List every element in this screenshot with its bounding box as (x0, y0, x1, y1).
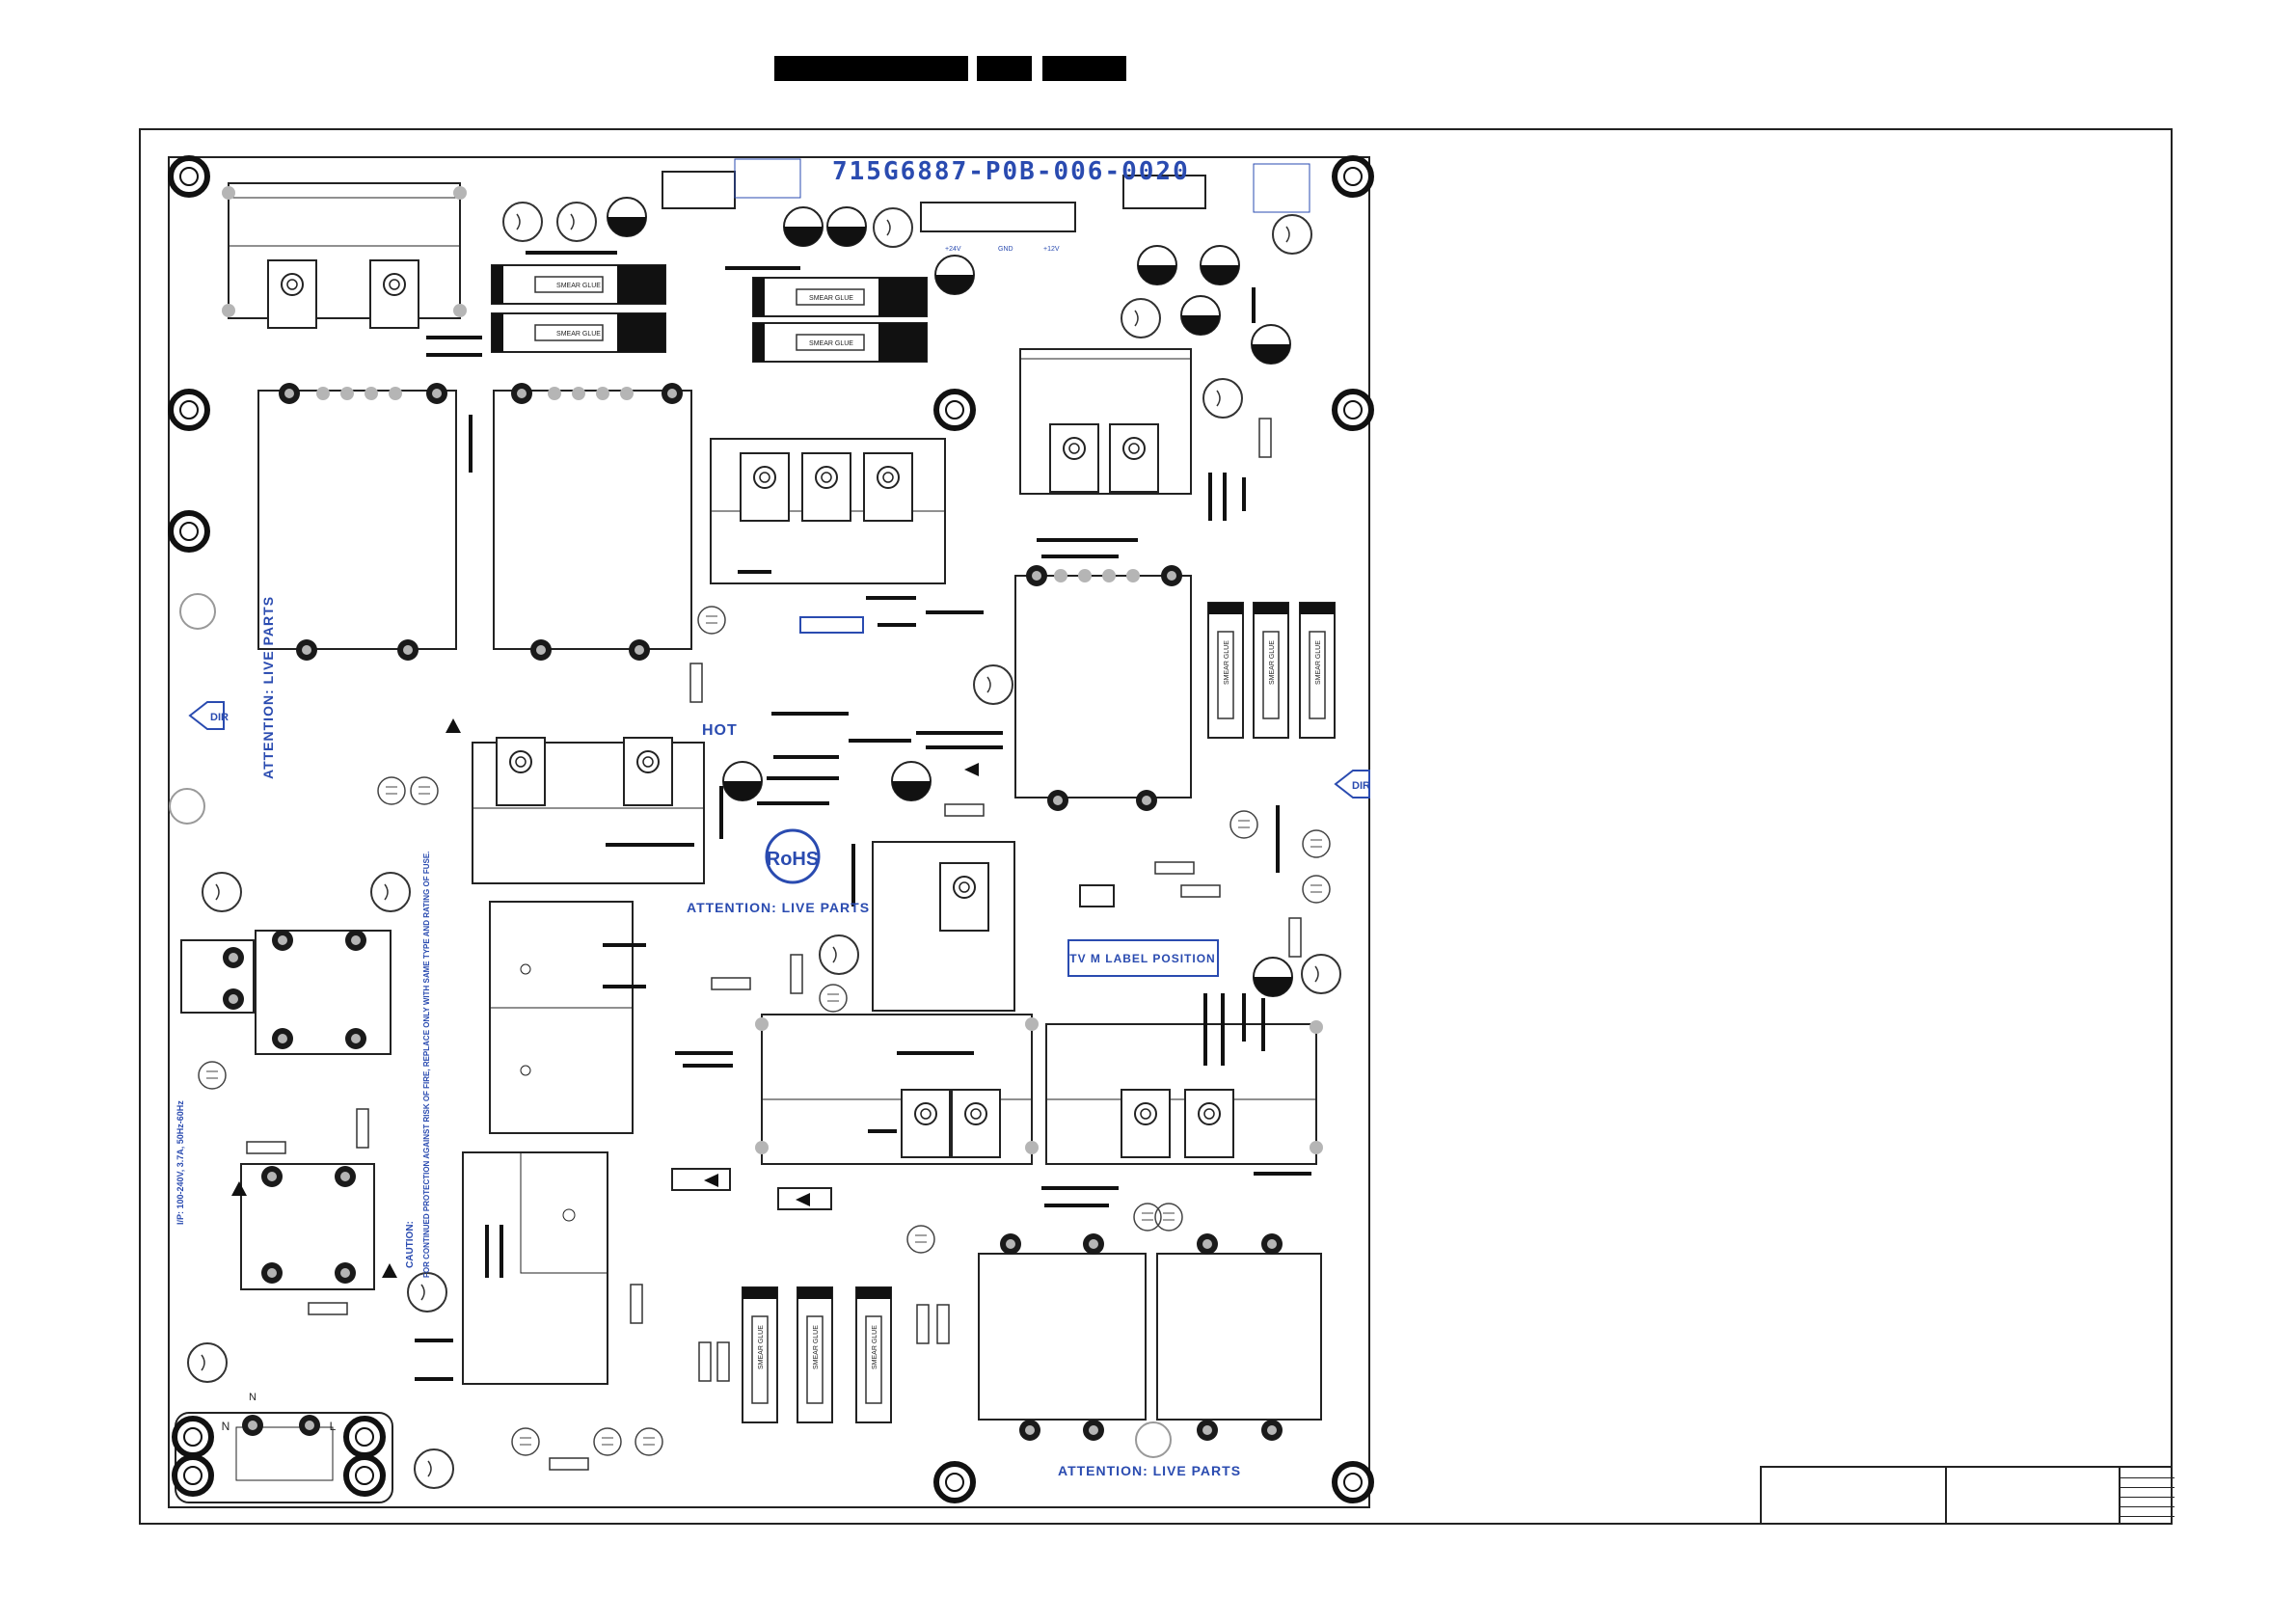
glue-label: SMEAR GLUE (1269, 640, 1276, 685)
dir-arrow-right: DIR (1352, 780, 1370, 792)
board-part-number: 715G6887-P0B-006-0020 (832, 157, 1190, 186)
title-block-row (2120, 1516, 2174, 1517)
title-block-row (2120, 1477, 2174, 1478)
transformer-right (1014, 565, 1192, 811)
dir-arrow-left: DIR (210, 712, 229, 723)
glue-label: SMEAR GLUE (809, 295, 853, 302)
header-bar-middle (977, 56, 1032, 81)
heatsink-center-left (472, 737, 705, 884)
neutral-terminal-label: N (222, 1420, 230, 1433)
drawing-frame (139, 128, 2173, 1525)
connector-label-24v: +24V (945, 246, 961, 253)
diodes (231, 718, 1115, 1278)
board-outline (168, 156, 1370, 1508)
transformer-left (257, 383, 457, 661)
rohs-logo: RoHS (767, 849, 819, 870)
connectors (662, 158, 1310, 232)
transformer-bottom-right (1135, 1233, 1322, 1458)
heatsink-top-middle (710, 438, 946, 584)
filter-block-lower (240, 1163, 375, 1290)
glue-label: SMEAR GLUE (1315, 640, 1322, 685)
glue-label: SMEAR GLUE (1224, 640, 1230, 685)
input-rating: I/P: 100-240V, 3.7A, 50Hz-60Hz (176, 1100, 185, 1225)
ac-inlet (175, 1412, 393, 1503)
line-terminal-label: L (330, 1420, 337, 1433)
heatsink-bottom-middle (755, 1014, 1039, 1165)
title-block-row (2120, 1487, 2174, 1488)
glue-label: SMEAR GLUE (758, 1325, 765, 1369)
attention-label-bottom: ATTENTION: LIVE PARTS (1058, 1463, 1241, 1478)
heatsink-lower-left (489, 901, 634, 1134)
hot-label: HOT (702, 722, 738, 739)
heatsink-lower-left-2 (462, 1151, 608, 1385)
heatsink-center (872, 841, 1015, 1012)
attention-label-left: ATTENTION: LIVE PARTS (260, 596, 276, 779)
caution-title: CAUTION: (405, 1221, 416, 1268)
jumper-wires (415, 251, 1311, 1381)
glue-label: SMEAR GLUE (556, 283, 601, 289)
title-block (1760, 1466, 2174, 1525)
neutral-label: N (249, 1392, 257, 1403)
glue-label: SMEAR GLUE (556, 331, 601, 338)
tv-label-position: TV M LABEL POSITION (1069, 952, 1215, 965)
connector-label-gnd: GND (998, 246, 1013, 253)
silkscreen-markings (188, 616, 1370, 977)
title-block-divider (2119, 1468, 2120, 1525)
title-block-row (2120, 1497, 2174, 1498)
header-bar-left (774, 56, 968, 81)
header-bar-right (1042, 56, 1126, 81)
connector-label-12v: +12V (1043, 246, 1060, 253)
transformer-middle (493, 383, 692, 661)
heatsink-top-left (222, 182, 467, 329)
title-block-row (2120, 1506, 2174, 1507)
heatsink-top-right (1019, 348, 1192, 495)
glue-label: SMEAR GLUE (872, 1325, 878, 1369)
glue-label: SMEAR GLUE (809, 340, 853, 347)
glue-label: SMEAR GLUE (813, 1325, 820, 1369)
heatsink-bottom-right (1045, 1020, 1323, 1165)
filter-block-left (180, 930, 392, 1055)
caution-text: FOR CONTINUED PROTECTION AGAINST RISK OF… (422, 852, 431, 1278)
mounting-holes (170, 158, 1371, 1501)
attention-label-center: ATTENTION: LIVE PARTS (687, 900, 870, 915)
transformer-bottom-left (978, 1233, 1147, 1441)
title-block-divider (1945, 1468, 1947, 1525)
